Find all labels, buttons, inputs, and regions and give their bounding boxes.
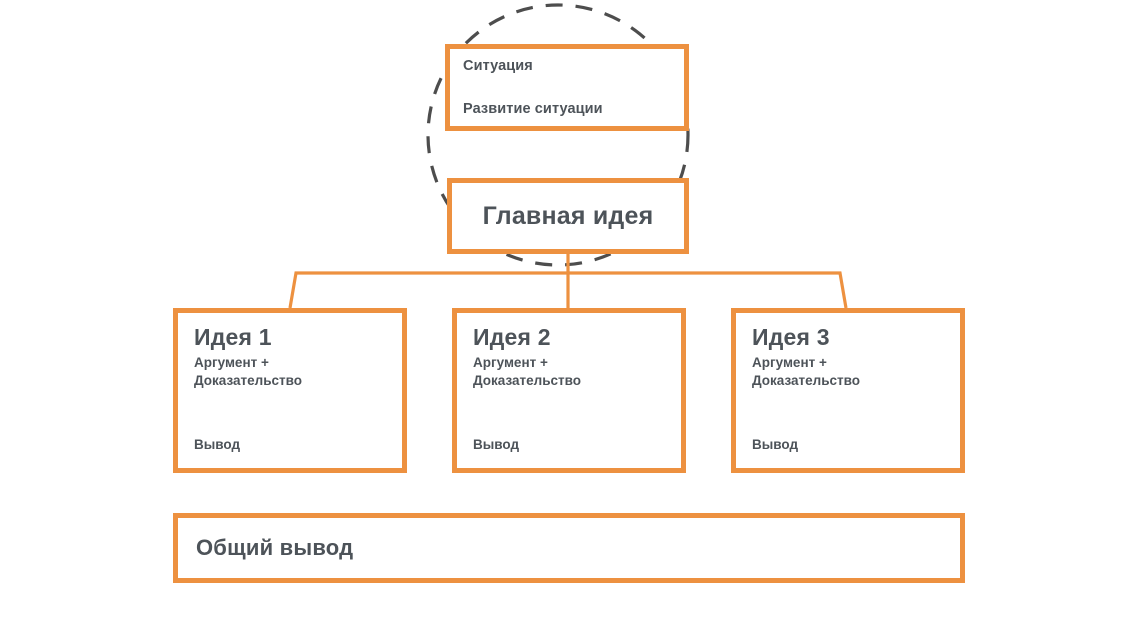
idea-1-conclusion: Вывод: [194, 437, 241, 452]
idea-box-2[interactable]: Идея 2 Аргумент + Доказательство Вывод: [452, 308, 686, 473]
idea-3-conclusion: Вывод: [752, 437, 799, 452]
connector-bus: [288, 271, 848, 309]
idea-1-title: Идея 1: [194, 324, 272, 350]
main-idea-box[interactable]: Главная идея: [447, 178, 689, 254]
idea-2-title: Идея 2: [473, 324, 551, 350]
overall-conclusion-box[interactable]: Общий вывод: [173, 513, 965, 583]
situation-box[interactable]: Ситуация Развитие ситуации: [445, 44, 689, 131]
idea-3-support: Аргумент + Доказательство: [752, 355, 860, 388]
situation-line-2: Развитие ситуации: [463, 100, 603, 117]
idea-3-title: Идея 3: [752, 324, 830, 350]
idea-1-support: Аргумент + Доказательство: [194, 355, 302, 388]
idea-2-support: Аргумент + Доказательство: [473, 355, 581, 388]
overall-conclusion-label: Общий вывод: [196, 535, 354, 560]
main-idea-label: Главная идея: [482, 201, 654, 230]
situation-line-1: Ситуация: [463, 58, 533, 74]
idea-box-3[interactable]: Идея 3 Аргумент + Доказательство Вывод: [731, 308, 965, 473]
idea-box-1[interactable]: Идея 1 Аргумент + Доказательство Вывод: [173, 308, 407, 473]
idea-2-conclusion: Вывод: [473, 437, 520, 452]
